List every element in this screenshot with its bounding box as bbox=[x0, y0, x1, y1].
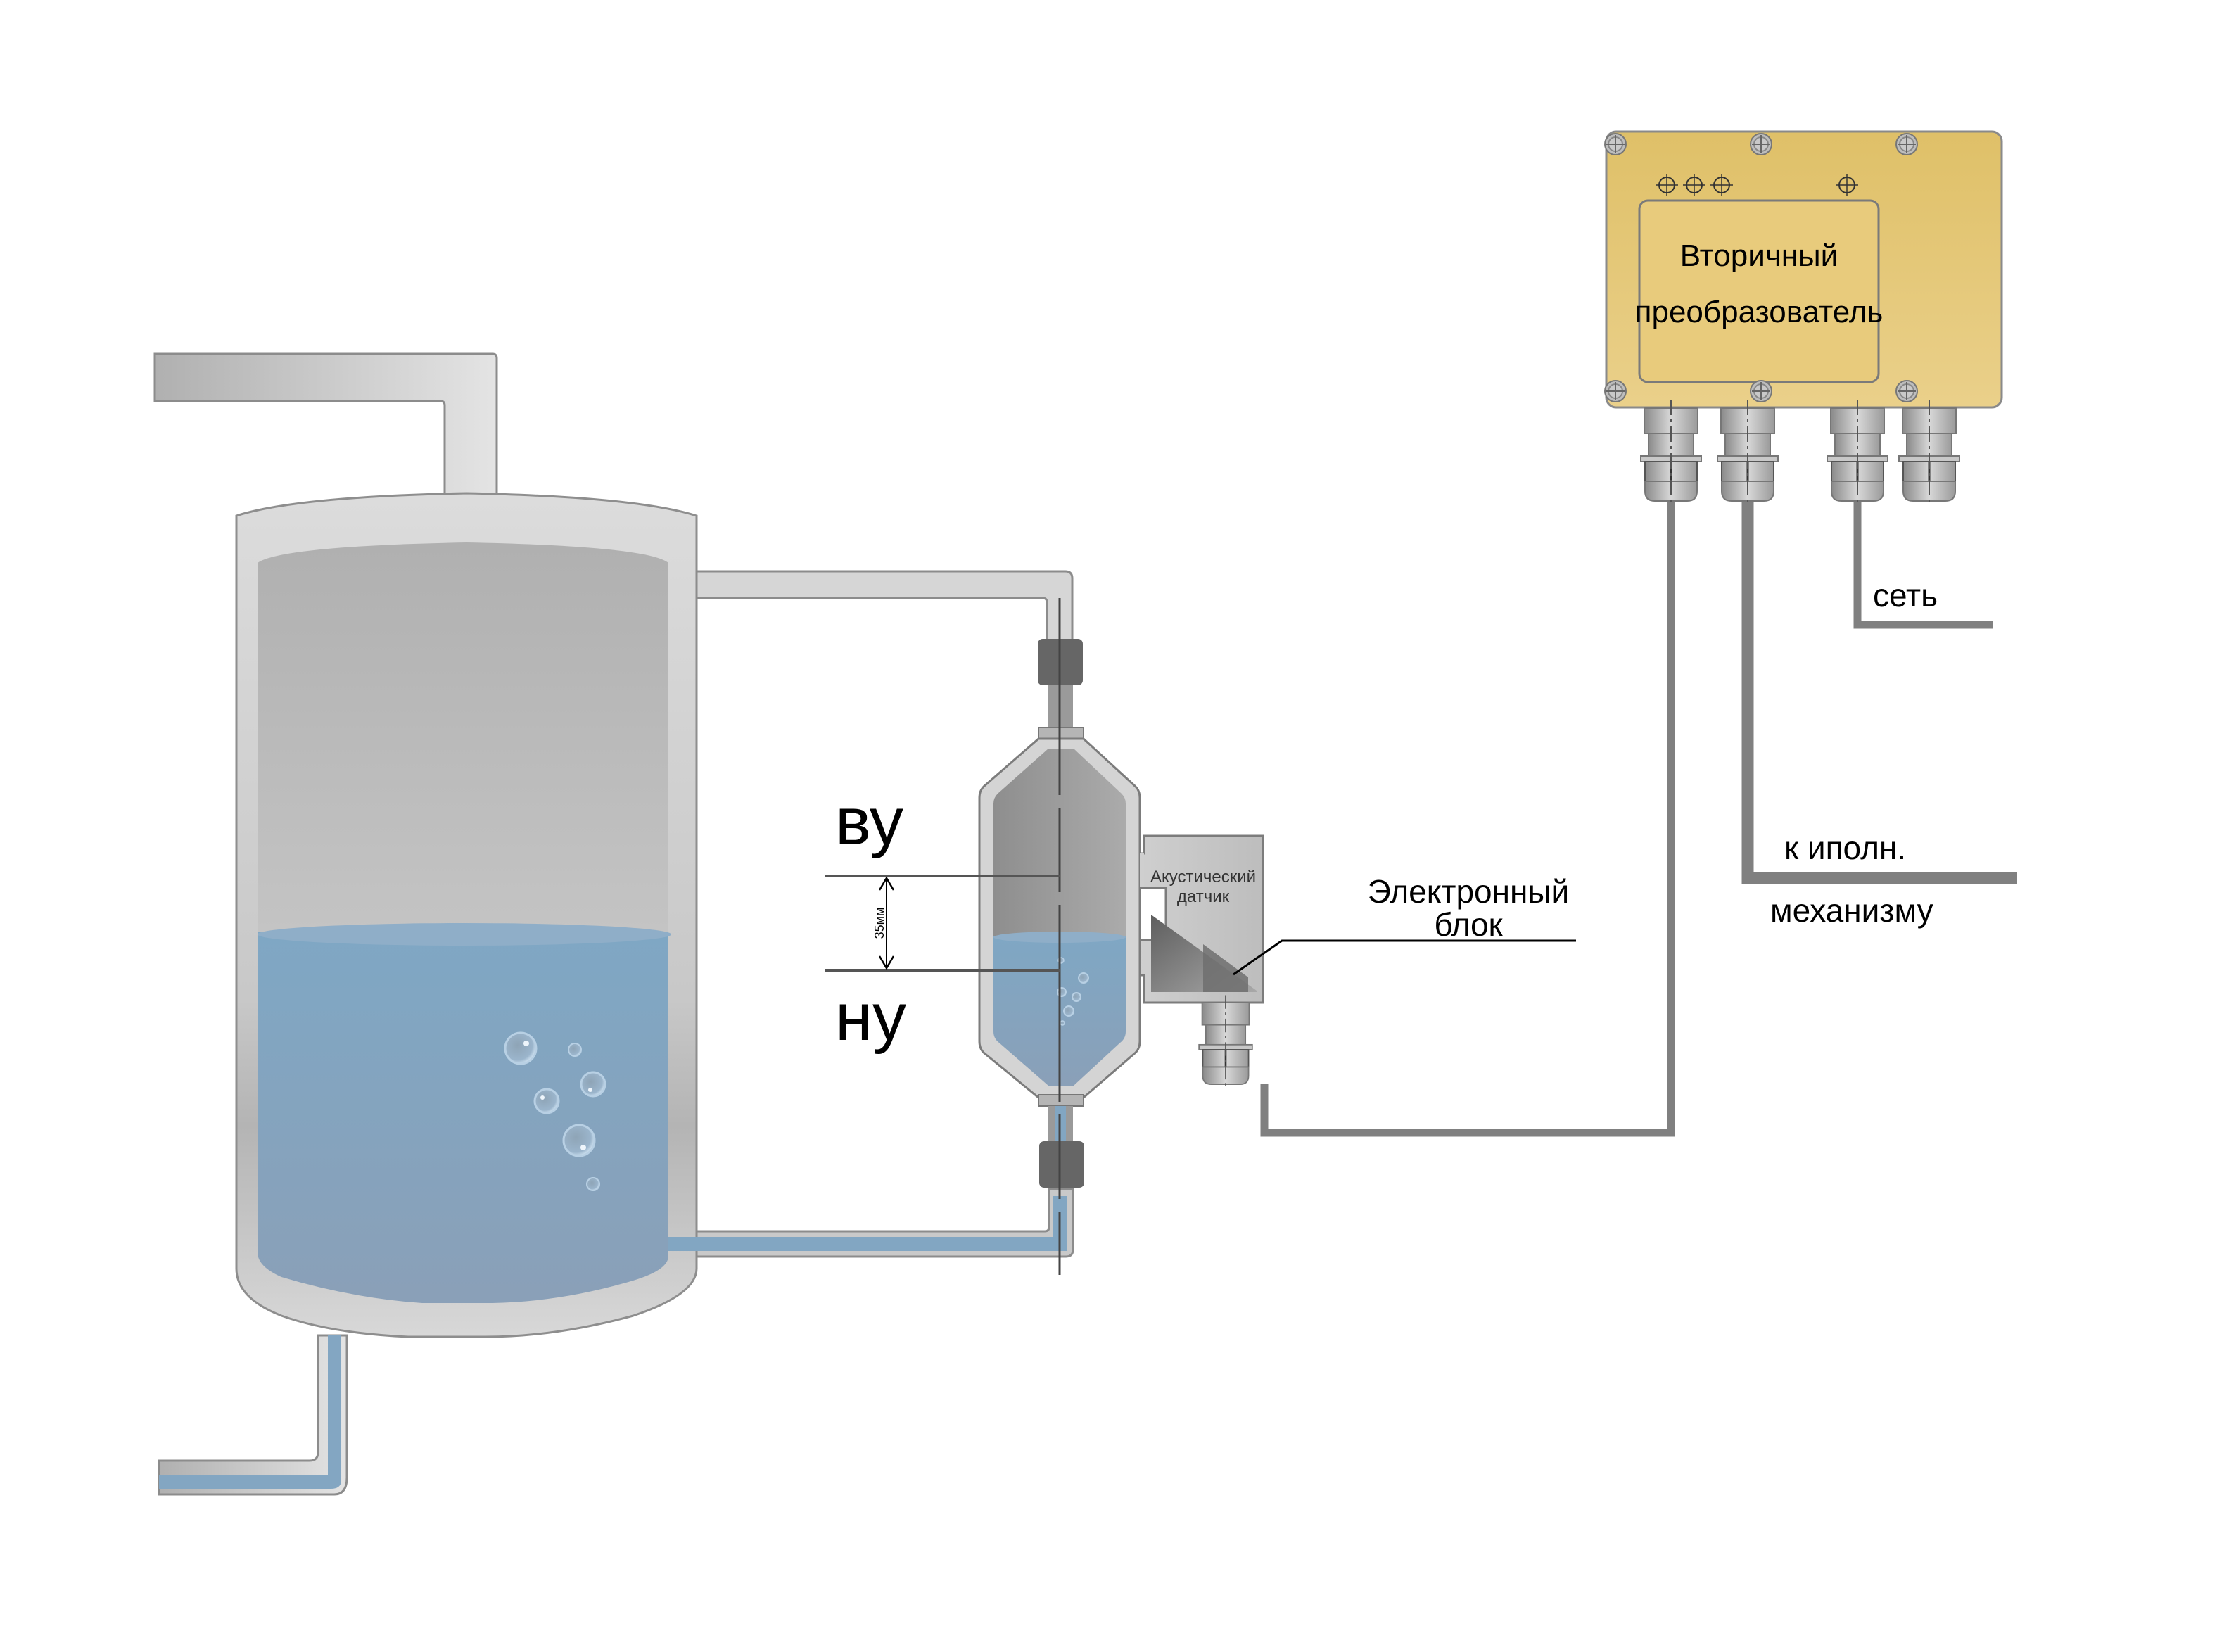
converter-display-panel bbox=[1638, 199, 1880, 383]
network-cable bbox=[1853, 464, 1993, 629]
inlet-pipe-top bbox=[153, 352, 498, 498]
acoustic-sensor: Акустический датчик bbox=[1138, 834, 1264, 1091]
secondary-converter: Вторичный преобразователь bbox=[1604, 130, 2003, 508]
main-tank bbox=[153, 352, 698, 1496]
upper-level-label: ву bbox=[835, 784, 903, 859]
acoustic-sensor-label-1: Акустический bbox=[1150, 868, 1256, 887]
sensor-chamber bbox=[978, 598, 1141, 1275]
dimension-label: 35мм bbox=[872, 908, 887, 939]
level-markers: 35мм ву ну bbox=[825, 784, 1060, 1055]
actuator-label-1: к иполн. bbox=[1784, 830, 1906, 866]
actuator-cable bbox=[1741, 464, 2017, 884]
tank-gas-space bbox=[258, 542, 668, 936]
network-label: сеть bbox=[1873, 577, 1938, 614]
electronic-block-label-2: блок bbox=[1434, 906, 1503, 943]
tank-liquid-surface bbox=[258, 923, 671, 946]
electronic-block-callout: Электронный блок bbox=[1233, 873, 1576, 976]
converter-label-2: преобразователь bbox=[1635, 295, 1884, 329]
converter-label-1: Вторичный bbox=[1680, 239, 1838, 273]
electronic-block-label-1: Электронный bbox=[1368, 873, 1569, 910]
lower-level-label: ну bbox=[835, 979, 906, 1055]
acoustic-sensor-label-2: датчик bbox=[1177, 887, 1230, 906]
outlet-pipe-bottom bbox=[158, 1334, 348, 1496]
tank-liquid bbox=[258, 932, 668, 1303]
cables bbox=[1260, 464, 2017, 1137]
chamber-bubbles bbox=[1057, 957, 1089, 1026]
lower-coupling bbox=[1039, 1141, 1084, 1188]
sensor-cable bbox=[1260, 464, 1675, 1137]
cable-glands bbox=[1639, 398, 1961, 508]
upper-connecting-pipe bbox=[695, 570, 1074, 649]
equalizing-pipes bbox=[668, 570, 1074, 1258]
bubbles bbox=[504, 1031, 606, 1191]
actuator-label-2: механизму bbox=[1770, 892, 1933, 929]
